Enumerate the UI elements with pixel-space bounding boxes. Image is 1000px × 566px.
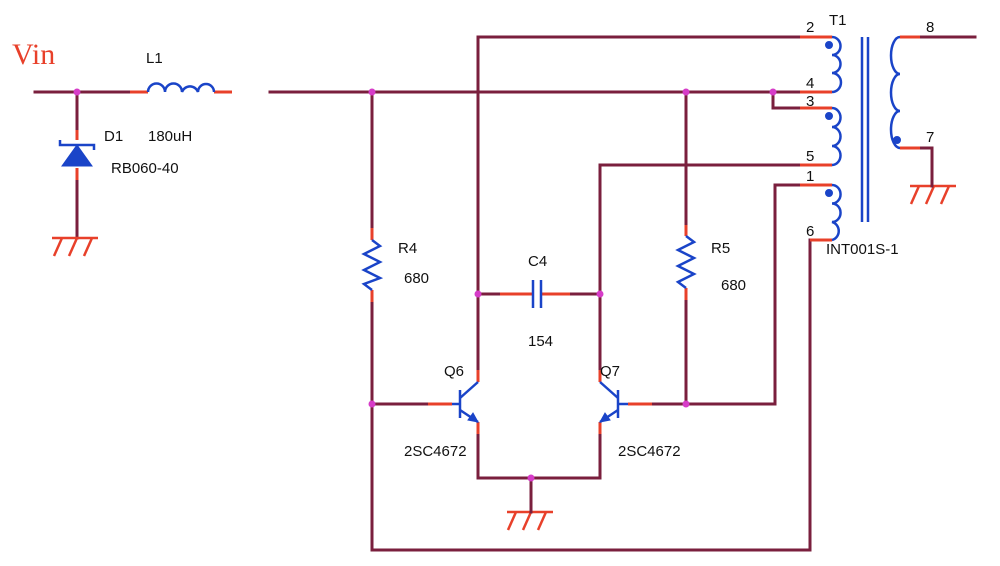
transformer-t1: [825, 35, 901, 242]
d1-value: RB060-40: [111, 160, 179, 177]
ground-emitters: [506, 503, 553, 531]
t1-ref: T1: [829, 12, 847, 29]
r5-ref: R5: [711, 240, 730, 257]
q7-ref: Q7: [600, 363, 620, 380]
q6-ref: Q6: [444, 363, 464, 380]
t1-pin-4: 4: [806, 75, 814, 92]
c4-ref: C4: [528, 253, 547, 270]
q6-value: 2SC4672: [404, 443, 467, 460]
inductor-l1: [146, 82, 216, 93]
t1-pin-6: 6: [806, 223, 814, 240]
wires: [33, 35, 977, 552]
r5-value: 680: [721, 277, 746, 294]
diode-d1: [58, 140, 96, 167]
labels: Vin L1 180uH D1 RB060-40 R4 680 R5 680 C…: [12, 12, 934, 460]
d1-ref: D1: [104, 128, 123, 145]
resistor-r4: [361, 239, 384, 291]
q7-value: 2SC4672: [618, 443, 681, 460]
capacitor-c4: [531, 280, 543, 308]
ground-secondary: [909, 178, 956, 205]
transistor-q7: [599, 381, 628, 424]
junction-nodes: [73, 88, 777, 482]
r4-ref: R4: [398, 240, 417, 257]
t1-pin-1: 1: [806, 168, 814, 185]
ground-d1: [52, 236, 98, 257]
t1-pin-3: 3: [806, 93, 814, 110]
t1-pin-8: 8: [926, 19, 934, 36]
t1-value: INT001S-1: [826, 241, 899, 258]
t1-pin-5: 5: [806, 148, 814, 165]
vin-label: Vin: [12, 38, 55, 71]
r4-value: 680: [404, 270, 429, 287]
c4-value: 154: [528, 333, 553, 350]
l1-value: 180uH: [148, 128, 192, 145]
l1-ref: L1: [146, 50, 163, 67]
t1-pin-2: 2: [806, 19, 814, 36]
component-leads: [75, 35, 920, 434]
resistor-r5: [675, 235, 697, 289]
t1-pin-7: 7: [926, 129, 934, 146]
transistor-q6: [452, 381, 479, 424]
